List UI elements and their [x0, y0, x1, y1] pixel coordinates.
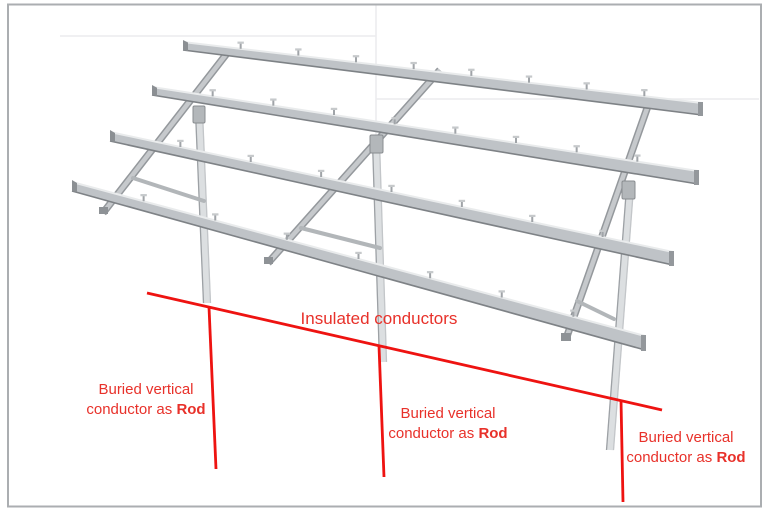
buried-rod-label-3-line2: conductor as	[626, 449, 717, 466]
posts	[192, 105, 636, 451]
rafter-left	[99, 49, 231, 216]
rafters	[99, 49, 654, 341]
buried-rod-label-1-line2: conductor as	[86, 401, 177, 418]
strut-right	[575, 299, 616, 321]
rail-clamps	[140, 41, 648, 317]
post-right	[605, 180, 636, 451]
buried-rod-label-1-line1: Buried vertical	[98, 381, 194, 398]
buried-rod-label-2-line1: Buried vertical	[400, 405, 496, 422]
buried-rod-label-3: Buried vertical conductor as Rod	[604, 428, 768, 468]
rafter-right	[561, 98, 654, 341]
buried-rod-label-2-line2: conductor as	[388, 425, 479, 442]
buried-rod-label-2-bold: Rod	[478, 425, 508, 442]
rail-2	[151, 85, 699, 185]
buried-rod-line-3	[619, 399, 625, 503]
buried-rod-label-3-bold: Rod	[716, 449, 746, 466]
strut-middle	[299, 226, 382, 250]
insulated-conductors-line	[146, 291, 663, 412]
rail-4	[71, 180, 646, 351]
figure-border	[7, 3, 762, 508]
buried-rod-line-1	[207, 306, 218, 470]
buried-rod-label-3-line1: Buried vertical	[638, 429, 734, 446]
struts	[131, 176, 616, 321]
buried-rod-label-1-bold: Rod	[176, 401, 206, 418]
buried-rod-label-2: Buried vertical conductor as Rod	[366, 404, 530, 444]
strut-left	[131, 176, 206, 203]
insulated-conductors-label: Insulated conductors	[300, 309, 458, 328]
rails	[71, 40, 703, 351]
rail-1	[182, 40, 703, 116]
buried-rod-line-2	[377, 345, 386, 478]
post-left	[192, 105, 212, 304]
post-middle	[369, 134, 388, 363]
rafter-middle	[264, 67, 443, 266]
buried-rod-label-1: Buried vertical conductor as Rod	[64, 380, 228, 420]
annotation-lines	[146, 291, 663, 503]
